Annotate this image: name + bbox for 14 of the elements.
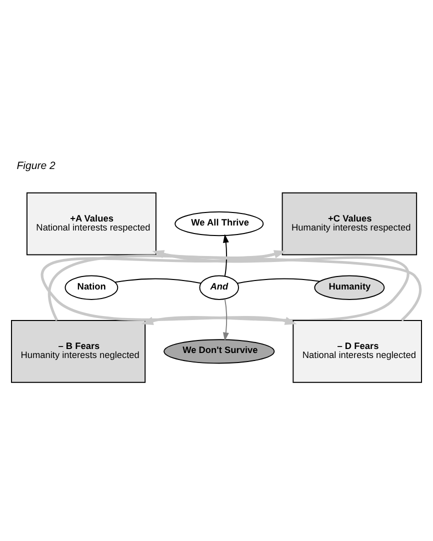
node-ellipse: Humanity (314, 275, 385, 300)
node-ellipse: Nation (64, 275, 118, 300)
arrow (222, 298, 229, 342)
node-ellipse: We All Thrive (174, 211, 264, 236)
node-ellipse: And (199, 275, 240, 300)
node-ellipse: We Don't Survive (164, 339, 275, 364)
node-box: +C Values Humanity interests respected (282, 192, 418, 256)
connector (236, 278, 320, 284)
node-box: +A Values National interests respected (26, 192, 156, 256)
connector (114, 278, 202, 284)
node-box: – D Fears National interests neglected (292, 320, 422, 383)
node-box: – B Fears Humanity interests neglected (11, 320, 146, 383)
diagram-title: Figure 2 (16, 160, 56, 172)
arrow (222, 234, 229, 277)
